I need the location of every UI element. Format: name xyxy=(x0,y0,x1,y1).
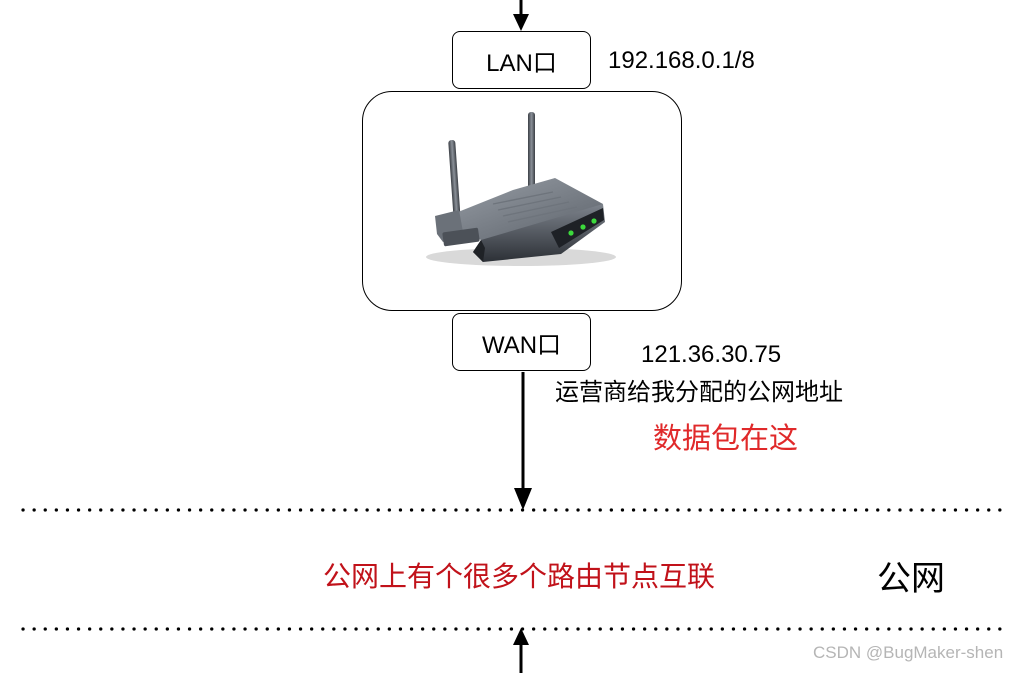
lan-port-label: LAN口 xyxy=(486,49,557,77)
wan-port-box: WAN口 xyxy=(452,313,591,371)
public-network-label: 公网 xyxy=(877,560,945,598)
wan-to-public-arrow xyxy=(514,372,532,510)
lan-ip-label: 192.168.0.1/8 xyxy=(608,47,755,74)
lan-port-box: LAN口 xyxy=(452,31,591,89)
wan-ip-label: 121.36.30.75 xyxy=(641,341,782,368)
bottom-arrow xyxy=(513,628,529,673)
public-network-description: 公网上有个很多个路由节点互联 xyxy=(323,561,716,592)
csdn-watermark: CSDN @BugMaker-shen xyxy=(813,643,1004,662)
wireless-router-icon xyxy=(426,112,616,266)
router-box xyxy=(362,91,682,311)
wan-ip-description: 运营商给我分配的公网地址 xyxy=(555,379,843,406)
wan-port-label: WAN口 xyxy=(481,331,562,359)
packet-location-note: 数据包在这 xyxy=(653,423,799,455)
top-arrow xyxy=(513,0,529,31)
